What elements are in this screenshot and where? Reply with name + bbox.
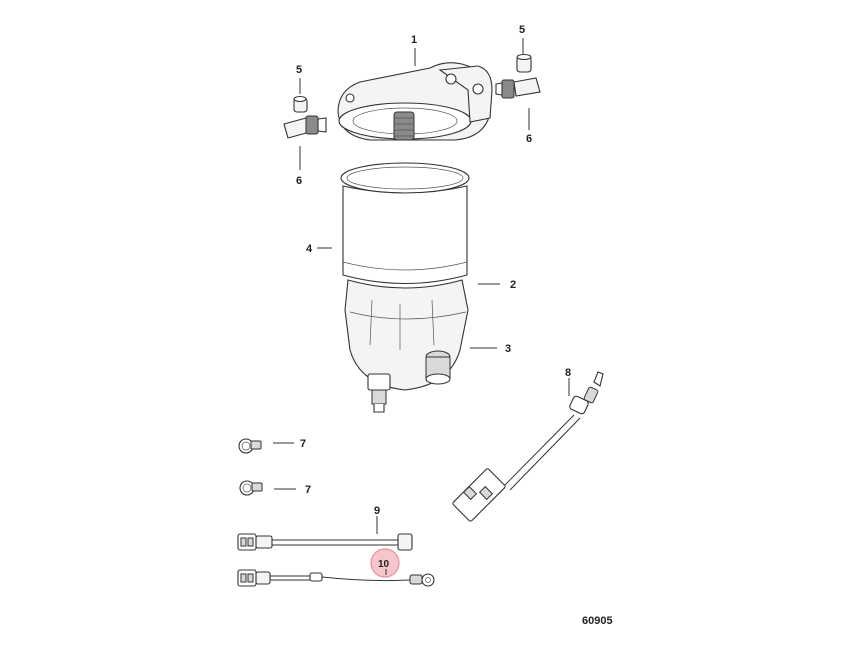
water-sensor-harness[interactable] [452, 371, 604, 522]
fitting-left[interactable] [283, 115, 327, 139]
callout-1: 1 [411, 34, 417, 46]
callout-9: 9 [374, 505, 380, 517]
callout-5-left: 5 [296, 64, 302, 76]
callout-10: 10 [378, 559, 390, 570]
harness-lower[interactable] [237, 569, 435, 587]
callout-6-right: 6 [526, 133, 532, 145]
leader-lines [273, 38, 570, 534]
fitting-right[interactable] [495, 77, 541, 99]
plug-right[interactable] [516, 53, 532, 73]
callout-3: 3 [505, 343, 511, 355]
hose-clamp-upper[interactable] [238, 438, 262, 454]
hose-clamp-lower[interactable] [239, 480, 263, 496]
callout-5-right: 5 [519, 24, 525, 36]
callout-10-highlight [370, 548, 400, 578]
plug-left[interactable] [293, 95, 308, 113]
harness-upper[interactable] [237, 533, 413, 551]
filter-head-bracket[interactable] [337, 62, 493, 141]
callout-7-upper: 7 [300, 438, 306, 450]
callout-2: 2 [510, 279, 516, 291]
callout-6-left: 6 [296, 175, 302, 187]
figure-number: 60905 [582, 615, 613, 627]
collection-bowl[interactable] [344, 279, 469, 413]
callout-4: 4 [306, 243, 313, 255]
callout-8: 8 [565, 367, 571, 379]
callout-7-lower: 7 [305, 484, 311, 496]
filter-element-canister[interactable] [340, 162, 470, 285]
